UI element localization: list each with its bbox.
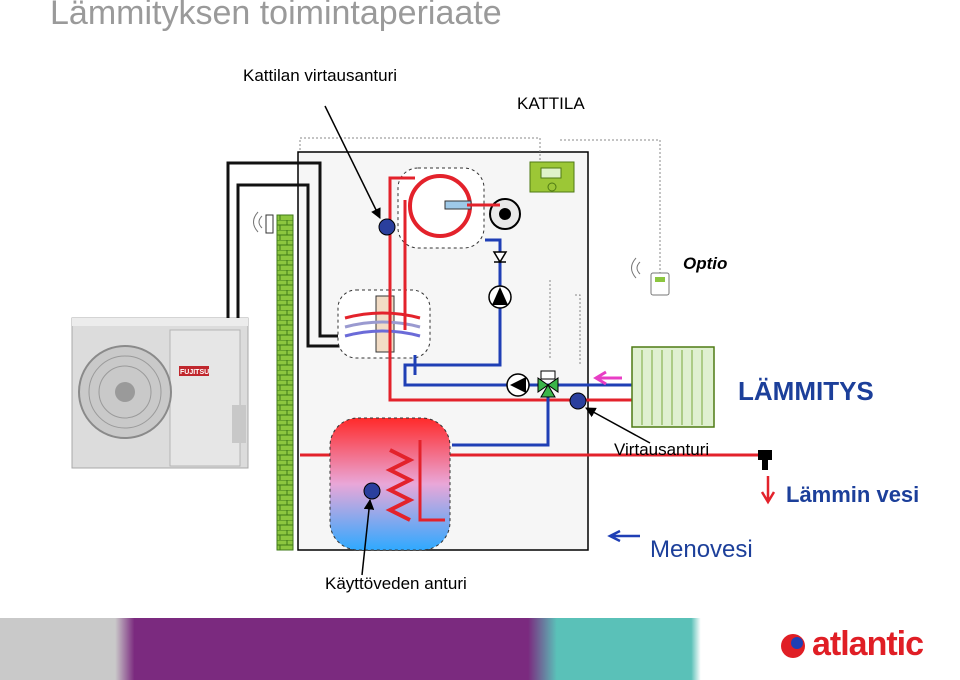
hot-water-tank (329, 417, 451, 551)
heating-pump (506, 373, 530, 397)
circulation-pump (488, 285, 512, 309)
boiler-flow-sensor (378, 218, 396, 236)
hot-water-tap (758, 450, 772, 470)
boiler-label: KATTILA (517, 94, 585, 113)
dhw-sensor (363, 482, 381, 500)
atlantic-logo: atlantic (812, 625, 924, 663)
atlantic-logo-mark (781, 634, 805, 658)
page-title: Lämmityksen toimintaperiaate (50, 0, 502, 32)
wireless-sensor-left (253, 211, 274, 234)
refrigerant-lines (226, 161, 340, 348)
flow-sensor (569, 392, 587, 410)
hot-water-label: Lämmin vesi (786, 482, 920, 507)
boiler-sensor-label: Kattilan virtausanturi (243, 66, 398, 85)
tank-coil (385, 448, 415, 522)
controller (529, 161, 575, 193)
supply-water-arrow (607, 529, 640, 543)
option-label: Optio (683, 254, 728, 273)
outdoor-brand: FUJITSU (180, 369, 209, 376)
heating-flow-arrow (593, 370, 622, 386)
radiator (631, 346, 715, 428)
check-valve (492, 251, 508, 264)
flow-sensor-label: Virtausanturi (614, 440, 710, 459)
boiler-sensor-pointer (324, 105, 381, 219)
hot-water-arrow (760, 476, 776, 505)
outdoor-unit: FUJITSU (71, 317, 249, 469)
three-way-valve (537, 370, 559, 398)
heating-label: LÄMMITYS (738, 376, 874, 406)
dhw-sensor-pointer (361, 498, 375, 576)
wireless-thermostat (631, 257, 670, 296)
wall (276, 214, 294, 551)
dhw-sensor-label: Käyttöveden anturi (325, 574, 467, 593)
flow-sensor-pointer (585, 407, 651, 444)
supply-water-label: Menovesi (650, 536, 753, 563)
